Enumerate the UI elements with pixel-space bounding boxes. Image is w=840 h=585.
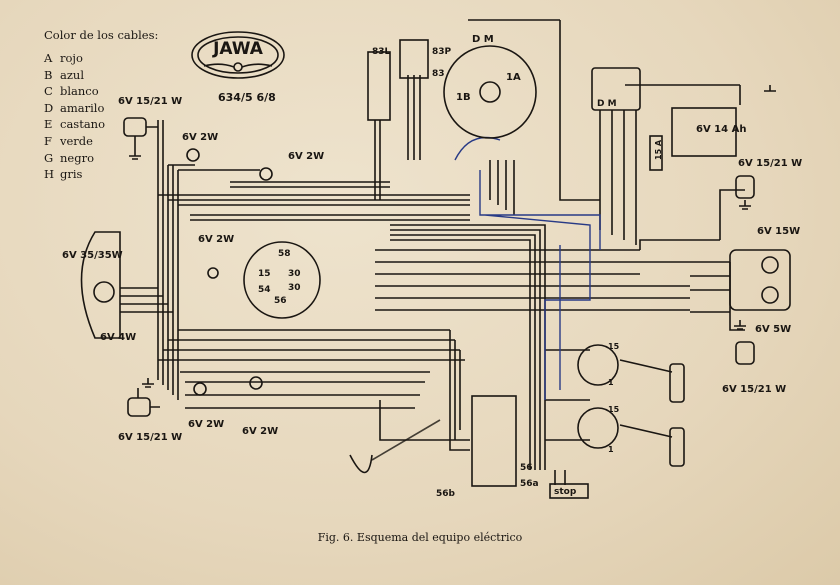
figure-caption: Fig. 6. Esquema del equipo eléctrico xyxy=(317,531,523,544)
model-number: 634/5 6/8 xyxy=(218,91,276,104)
terminal-dm: D M xyxy=(472,34,494,45)
terminal-58: 58 xyxy=(278,249,291,259)
coil-terminal-1: 1 xyxy=(608,445,614,454)
indicator-rating-rl: 6V 15/21 W xyxy=(118,432,182,443)
lamp-5w-rating: 6V 5W xyxy=(755,324,791,335)
lamp-15w-rating: 6V 15W xyxy=(757,226,800,237)
legend-color: azul xyxy=(60,67,84,82)
terminal-56: 56 xyxy=(274,296,287,306)
headlamp-rating: 6V 35/35W xyxy=(62,250,123,261)
legend-color: verde xyxy=(60,133,93,148)
dynamo: 1B 1A D M xyxy=(443,34,537,139)
terminal-15: 15 xyxy=(258,269,271,279)
legend-color: castano xyxy=(60,117,106,132)
coil-terminal-15: 15 xyxy=(608,405,620,414)
terminal-30: 30 xyxy=(288,283,301,293)
legend-key: F xyxy=(44,133,52,148)
front-left-indicator: 6V 15/21 W xyxy=(118,96,182,150)
coil-terminal-15: 15 xyxy=(608,342,620,351)
legend-color: blanco xyxy=(60,84,99,99)
bulb-icon xyxy=(93,281,115,303)
battery: 6V 14 Ah xyxy=(671,107,746,157)
front-right-indicator: 6V 15/21 W xyxy=(735,158,802,199)
legend-key: C xyxy=(44,84,53,99)
lamp-2w-rating: 6V 2W xyxy=(188,419,224,430)
legend-key: H xyxy=(44,167,55,182)
indicator-rating-rr: 6V 15/21 W xyxy=(722,384,786,395)
lamp-2w-rating: 6V 2W xyxy=(288,151,324,162)
fuse: 15 A xyxy=(649,135,663,171)
coil-terminal-1: 1 xyxy=(608,378,614,387)
lamp-2w-rating: 6V 2W xyxy=(198,234,234,245)
legend-color: amarilo xyxy=(60,100,105,115)
ignition-coils: 15 15 1 1 xyxy=(577,342,685,467)
legend-key: G xyxy=(44,150,54,165)
pilot-lamp-icon xyxy=(207,267,219,279)
rear-right-indicator: 6V 15/21 W xyxy=(722,341,786,395)
upper-connectors: 83L 83P 83 xyxy=(367,39,452,121)
pilot-lamp-icon xyxy=(193,382,207,396)
fuse-rating: 15 A xyxy=(654,139,663,160)
blue-marked-wires xyxy=(454,136,601,400)
pilot-lamp-icon xyxy=(259,167,273,181)
indicator-rating-fr: 6V 15/21 W xyxy=(738,158,802,169)
terminal-83: 83 xyxy=(432,69,445,79)
terminal-56b: 56b xyxy=(436,489,456,499)
legend-key: D xyxy=(44,100,54,115)
regulator-terminals: D M xyxy=(597,99,617,109)
voltage-regulator: D M xyxy=(591,67,641,111)
dimmer-switch-block: 56 56a 56b xyxy=(436,395,539,499)
legend-title: Color de los cables: xyxy=(44,28,159,42)
terminal-30: 30 xyxy=(288,269,301,279)
bulb-icon xyxy=(761,286,779,304)
headlamp: 6V 35/35W 6V 4W xyxy=(62,231,136,343)
lamp-4w-rating: 6V 4W xyxy=(100,332,136,343)
indicator-rating-fl: 6V 15/21 W xyxy=(118,96,182,107)
rear-left-indicator: 6V 15/21 W xyxy=(118,388,182,443)
pilot-lamp-icon xyxy=(249,376,263,390)
legend-key: A xyxy=(44,51,53,65)
legend-key: E xyxy=(44,117,53,132)
terminal-83l: 83L xyxy=(372,47,391,57)
pilot-lamp-icon xyxy=(186,148,200,162)
terminal-83p: 83P xyxy=(432,47,452,57)
main-switch: 58 15 30 54 30 56 xyxy=(243,241,321,319)
terminal-56a: 56a xyxy=(520,479,539,489)
stop-label: stop xyxy=(554,487,577,497)
wheel-icon xyxy=(233,62,243,72)
legend-color: rojo xyxy=(60,51,83,65)
terminal-56: 56 xyxy=(520,463,533,473)
ground-symbols xyxy=(129,85,776,388)
legend-color: gris xyxy=(60,167,83,182)
wiring-harness xyxy=(120,19,745,485)
legend-key: B xyxy=(44,67,53,82)
rear-lamp-cluster: 6V 15W 6V 5W xyxy=(729,226,800,335)
jawa-logo: JAWA xyxy=(191,31,285,79)
battery-voltage: 6V 14 Ah xyxy=(696,124,746,135)
bulb-icon xyxy=(761,256,779,274)
terminal-1b: 1B xyxy=(456,92,471,103)
lamp-2w-rating: 6V 2W xyxy=(242,426,278,437)
terminal-54: 54 xyxy=(258,285,271,295)
stop-switch: stop xyxy=(549,483,589,499)
horn xyxy=(349,419,441,474)
logo-text: JAWA xyxy=(212,39,264,59)
pilot-lamps: 6V 2W 6V 2W 6V 2W 6V 2W 6V 2W xyxy=(182,132,324,437)
lamp-2w-rating: 6V 2W xyxy=(182,132,218,143)
terminal-1a: 1A xyxy=(506,72,521,83)
legend-color: negro xyxy=(60,150,94,165)
